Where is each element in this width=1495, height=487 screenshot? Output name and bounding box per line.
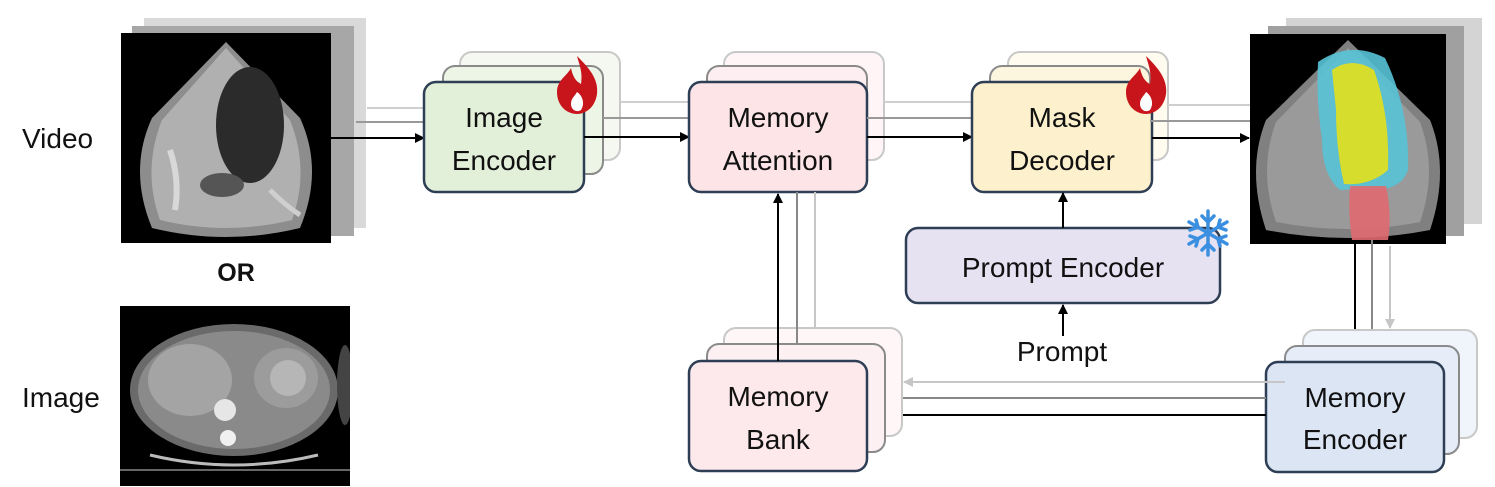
- memory-attention-module: Memory Attention: [687, 51, 885, 194]
- memory-bank-label-line2: Bank: [746, 424, 811, 455]
- memory-encoder-label-line1: Memory: [1304, 382, 1405, 413]
- image-encoder-module: Image Encoder: [422, 51, 621, 194]
- memory-attention-label-line1: Memory: [727, 102, 828, 133]
- image-label: Image: [22, 382, 100, 413]
- ct-image: [120, 306, 350, 486]
- snowflake-icon: [1187, 209, 1229, 257]
- connector-memory-bank-to-memory-attention: [773, 192, 816, 361]
- mask-decoder-module: Mask Decoder: [970, 51, 1169, 194]
- prompt-label: Prompt: [1017, 336, 1107, 367]
- memory-encoder-module: Memory Encoder: [1264, 329, 1478, 474]
- memory-bank-label-line1: Memory: [727, 381, 828, 412]
- fire-icon: [557, 56, 598, 114]
- prompt-encoder-label: Prompt Encoder: [962, 252, 1164, 283]
- memory-bank-module: Memory Bank: [687, 327, 903, 473]
- or-label: OR: [217, 259, 255, 287]
- video-label: Video: [22, 123, 93, 154]
- ultrasound-frame: [140, 42, 312, 237]
- connector-memory-encoder-to-memory-bank: [867, 377, 1285, 420]
- prompt-encoder-module: Prompt Encoder: [904, 226, 1222, 305]
- fire-icon: [1126, 56, 1167, 114]
- mask-decoder-label-line1: Mask: [1029, 102, 1097, 133]
- segmentation-output-stack: [1250, 18, 1482, 244]
- memory-attention-label-line2: Attention: [723, 145, 834, 176]
- memory-encoder-label-line2: Encoder: [1303, 424, 1407, 455]
- image-encoder-label-line2: Encoder: [452, 145, 556, 176]
- video-frame-stack: [121, 18, 366, 243]
- mask-decoder-label-line2: Decoder: [1009, 145, 1115, 176]
- image-encoder-label-line1: Image: [465, 102, 543, 133]
